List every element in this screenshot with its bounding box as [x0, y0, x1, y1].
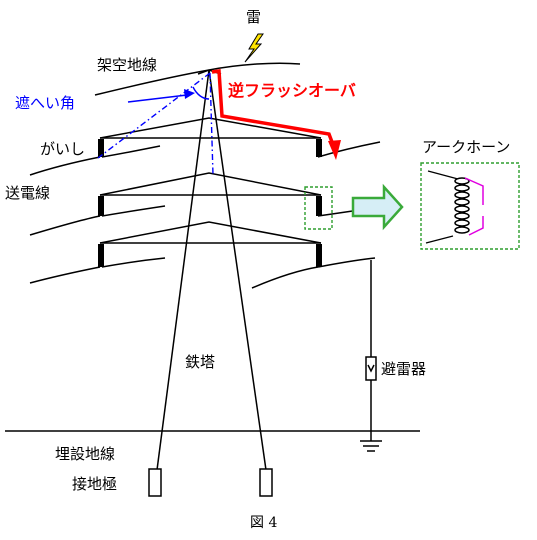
right-arrow-icon [351, 183, 404, 231]
insulator-top-left [98, 139, 104, 157]
insulator-middle-left [98, 196, 104, 216]
insulators [98, 139, 322, 267]
surge-arrester-symbol [365, 356, 377, 381]
back-flashover-arrowhead [328, 140, 341, 160]
insulator-bottom-left [98, 244, 104, 267]
lightning-bolt-icon [244, 33, 264, 63]
arc-horn-highlight-box [304, 186, 333, 230]
arc-horn-detail [425, 170, 484, 244]
insulator-top-right [316, 139, 322, 157]
label-buried-ground-wire: 埋設地線 [55, 445, 115, 463]
label-shielding-angle: 遮へい角 [15, 94, 75, 112]
arc-horn-detail-box [420, 162, 520, 250]
ground-electrode-left [148, 468, 162, 497]
figure-caption: 図 4 [250, 515, 277, 531]
shielding-angle-arrowhead [184, 89, 195, 99]
shielding-angle-lines [97, 72, 214, 176]
insulator-middle-right [316, 196, 322, 216]
label-tower: 鉄塔 [185, 353, 215, 371]
ground-electrode-right [259, 468, 273, 497]
label-transmission-line: 送電線 [5, 184, 50, 202]
label-lightning: 雷 [246, 8, 261, 26]
label-arc-horn: アークホーン [422, 138, 510, 156]
insulator-bottom-right [316, 244, 322, 267]
label-ground-electrode: 接地極 [72, 475, 117, 493]
transmission-conductors [29, 141, 381, 289]
ground-symbol [360, 440, 382, 452]
label-insulator: がいし [40, 140, 85, 158]
label-back-flashover: 逆フラッシオーバ [228, 81, 356, 100]
label-overhead-ground-wire: 架空地線 [97, 56, 157, 74]
back-flashover-path [211, 69, 337, 151]
tower-structure [99, 69, 322, 471]
surge-arrester-circuit [360, 260, 382, 452]
label-surge-arrester: 避雷器 [381, 360, 426, 378]
overhead-ground-wire [94, 62, 301, 96]
